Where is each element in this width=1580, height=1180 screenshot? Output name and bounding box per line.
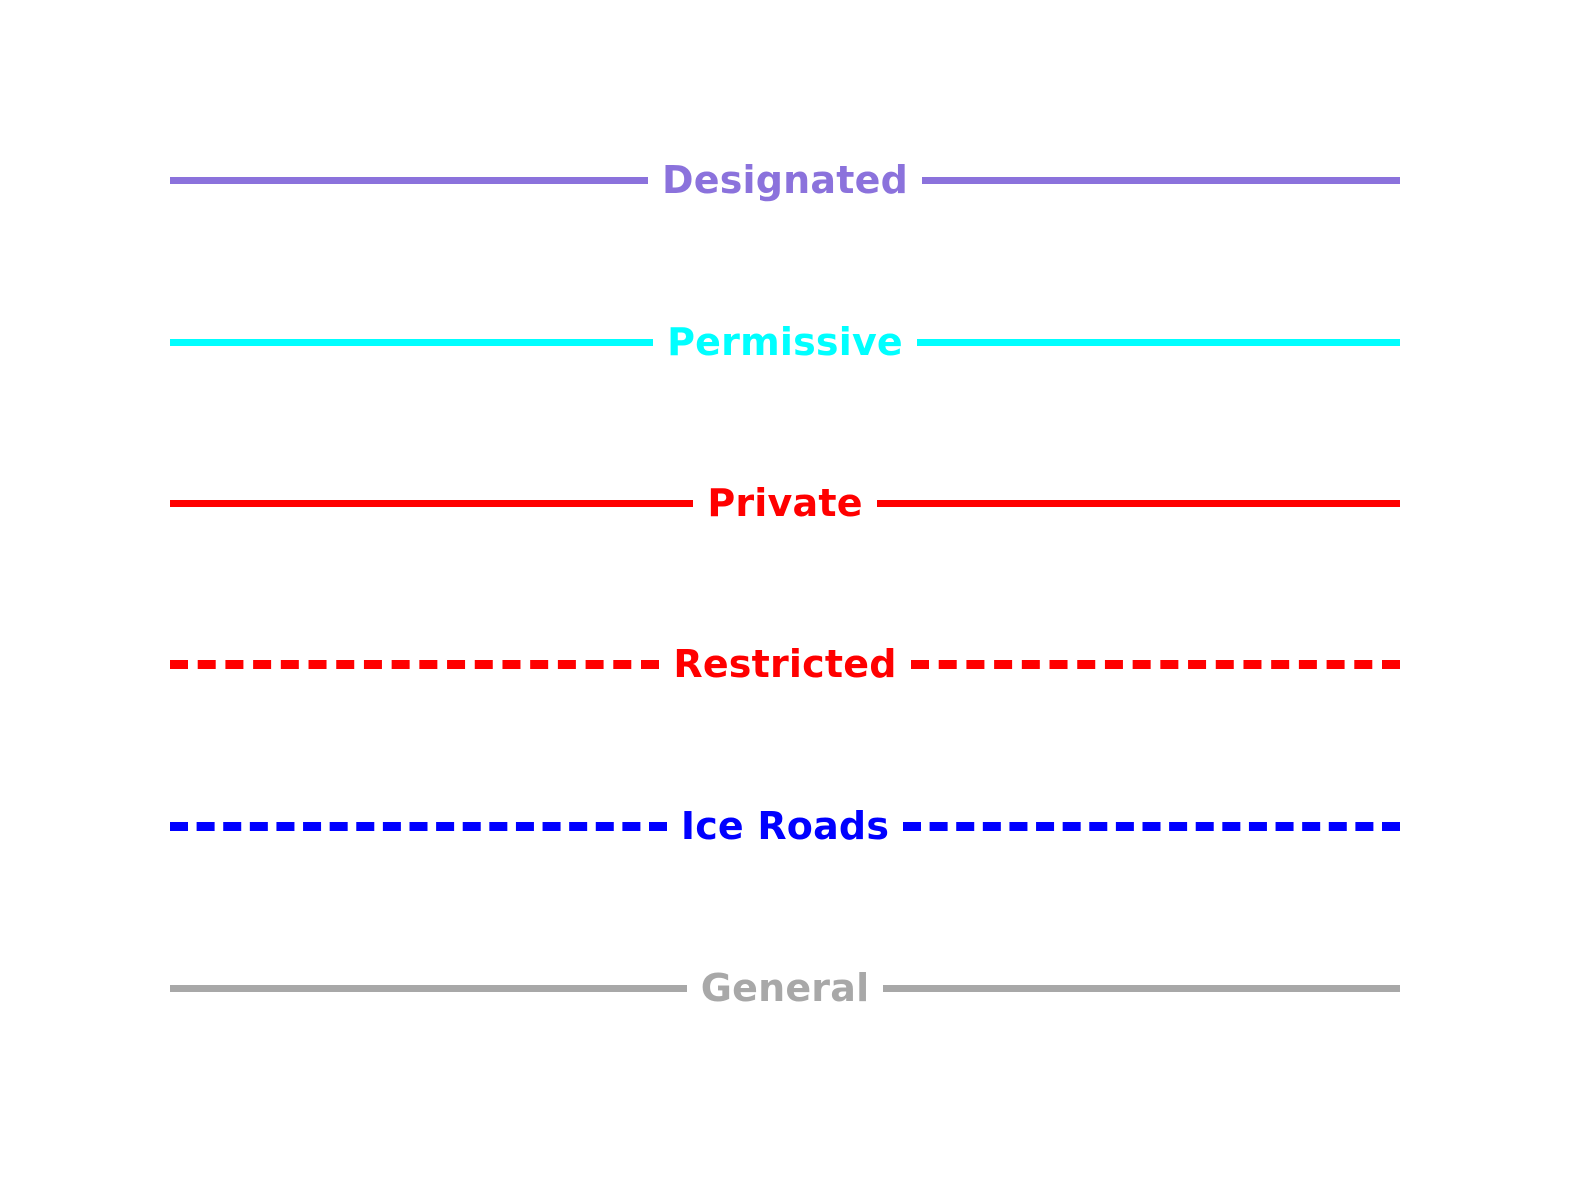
legend-label: Restricted: [673, 642, 897, 686]
legend-label: Designated: [662, 158, 908, 202]
legend-line-right: [876, 499, 1400, 507]
legend-label: Permissive: [667, 320, 903, 364]
legend-label: General: [700, 966, 870, 1010]
legend-label: Private: [707, 481, 863, 525]
legend-entry-ice-roads[interactable]: Ice Roads: [170, 796, 1401, 856]
legend-entry-general[interactable]: General: [170, 958, 1401, 1018]
legend-line-right: [922, 176, 1400, 184]
legend-line-right: [903, 821, 1401, 831]
legend-line-left: [170, 821, 667, 831]
legend-line-left: [170, 176, 648, 184]
legend-entry-restricted[interactable]: Restricted: [170, 634, 1400, 694]
legend-label: Ice Roads: [680, 804, 890, 848]
legend-entry-private[interactable]: Private: [170, 473, 1400, 533]
legend-entry-permissive[interactable]: Permissive: [170, 312, 1401, 372]
legend-line-left: [170, 984, 687, 992]
legend-line-left: [170, 659, 660, 669]
legend-line-left: [170, 338, 654, 346]
legend-line-right: [916, 338, 1401, 346]
legend-line-left: [170, 499, 694, 507]
legend-line-right: [883, 984, 1401, 992]
legend-line-right: [910, 659, 1400, 669]
legend-entry-designated[interactable]: Designated: [170, 150, 1400, 210]
